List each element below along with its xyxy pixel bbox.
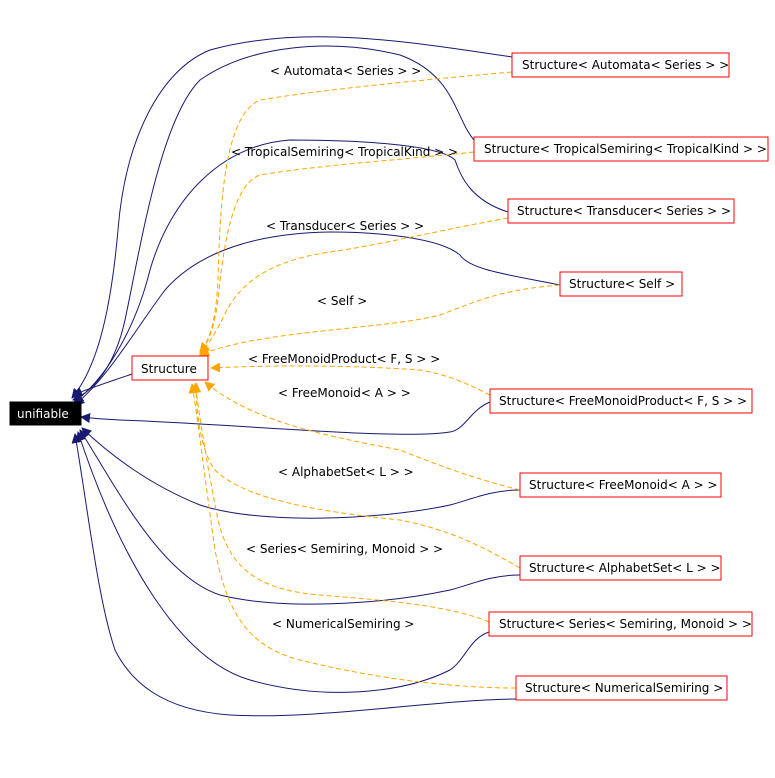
template-edge-tropical <box>199 151 475 354</box>
node-structure-freemonoid[interactable]: Structure< FreeMonoid< A > > <box>519 472 722 498</box>
edge-labels: < Automata< Series > > < TropicalSemirin… <box>231 64 458 631</box>
edge-freemonoid-to-unifiable <box>81 427 521 519</box>
edge-tropical-to-unifiable <box>72 45 475 401</box>
node-structure-automata[interactable]: Structure< Automata< Series > > <box>511 52 730 78</box>
template-edges <box>188 71 561 689</box>
edge-label-self: < Self > <box>317 294 367 308</box>
template-edge-series <box>191 383 490 623</box>
node-structure-transducer-label: Structure< Transducer< Series > > <box>517 204 731 218</box>
node-structure-numerical[interactable]: Structure< NumericalSemiring > <box>515 675 728 701</box>
node-structure-transducer[interactable]: Structure< Transducer< Series > > <box>507 198 735 224</box>
edge-label-alphabetset: < AlphabetSet< L > > <box>278 465 414 479</box>
node-structure-numerical-label: Structure< NumericalSemiring > <box>525 681 723 695</box>
node-structure-freemonoidproduct[interactable]: Structure< FreeMonoidProduct< F, S > > <box>489 388 753 414</box>
node-structure-self-label: Structure< Self > <box>569 277 675 291</box>
inheritance-edges <box>71 36 561 717</box>
template-edge-freemonoid <box>204 381 521 491</box>
template-edge-self <box>199 284 561 357</box>
node-structure-freemonoid-label: Structure< FreeMonoid< A > > <box>529 478 718 492</box>
node-structure-tropical-label: Structure< TropicalSemiring< TropicalKin… <box>484 142 767 156</box>
template-edge-numerical <box>188 383 517 689</box>
edge-freemonoidproduct-to-unifiable <box>80 401 491 435</box>
edge-label-automata: < Automata< Series > > <box>270 64 421 78</box>
edge-label-freemonoidproduct: < FreeMonoidProduct< F, S > > <box>248 352 440 366</box>
node-structure-automata-label: Structure< Automata< Series > > <box>522 58 729 72</box>
edge-numerical-to-unifiable <box>71 433 517 717</box>
edge-label-series: < Series< Semiring, Monoid > > <box>246 542 443 556</box>
node-unifiable[interactable]: unifiable <box>9 401 82 426</box>
node-structure-label: Structure <box>141 362 197 376</box>
edge-series-to-unifiable <box>76 431 490 693</box>
node-structure-series[interactable]: Structure< Series< Semiring, Monoid > > <box>488 611 753 637</box>
node-structure[interactable]: Structure <box>131 355 209 381</box>
edge-label-tropical: < TropicalSemiring< TropicalKind > > <box>231 145 458 159</box>
node-structure-alphabetset[interactable]: Structure< AlphabetSet< L > > <box>519 555 722 581</box>
template-edge-transducer <box>199 217 509 355</box>
template-edge-freemonoidproduct <box>210 362 491 396</box>
node-unifiable-label: unifiable <box>17 407 69 421</box>
edge-self-to-unifiable <box>74 231 561 406</box>
node-structure-tropical[interactable]: Structure< TropicalSemiring< TropicalKin… <box>473 136 769 162</box>
template-edge-alphabetset <box>191 382 521 569</box>
edge-automata-to-unifiable <box>71 36 513 399</box>
template-edge-automata <box>199 71 513 353</box>
edge-label-freemonoid: < FreeMonoid< A > > <box>278 386 411 400</box>
node-structure-series-label: Structure< Series< Semiring, Monoid > > <box>499 617 752 631</box>
node-structure-alphabetset-label: Structure< AlphabetSet< L > > <box>529 561 721 575</box>
edge-transducer-to-unifiable <box>73 139 509 403</box>
node-structure-self[interactable]: Structure< Self > <box>559 271 683 297</box>
edge-label-transducer: < Transducer< Series > > <box>266 219 424 233</box>
node-structure-freemonoidproduct-label: Structure< FreeMonoidProduct< F, S > > <box>499 394 747 408</box>
edge-alphabetset-to-unifiable <box>79 429 521 605</box>
edge-label-numerical: < NumericalSemiring > <box>272 617 414 631</box>
